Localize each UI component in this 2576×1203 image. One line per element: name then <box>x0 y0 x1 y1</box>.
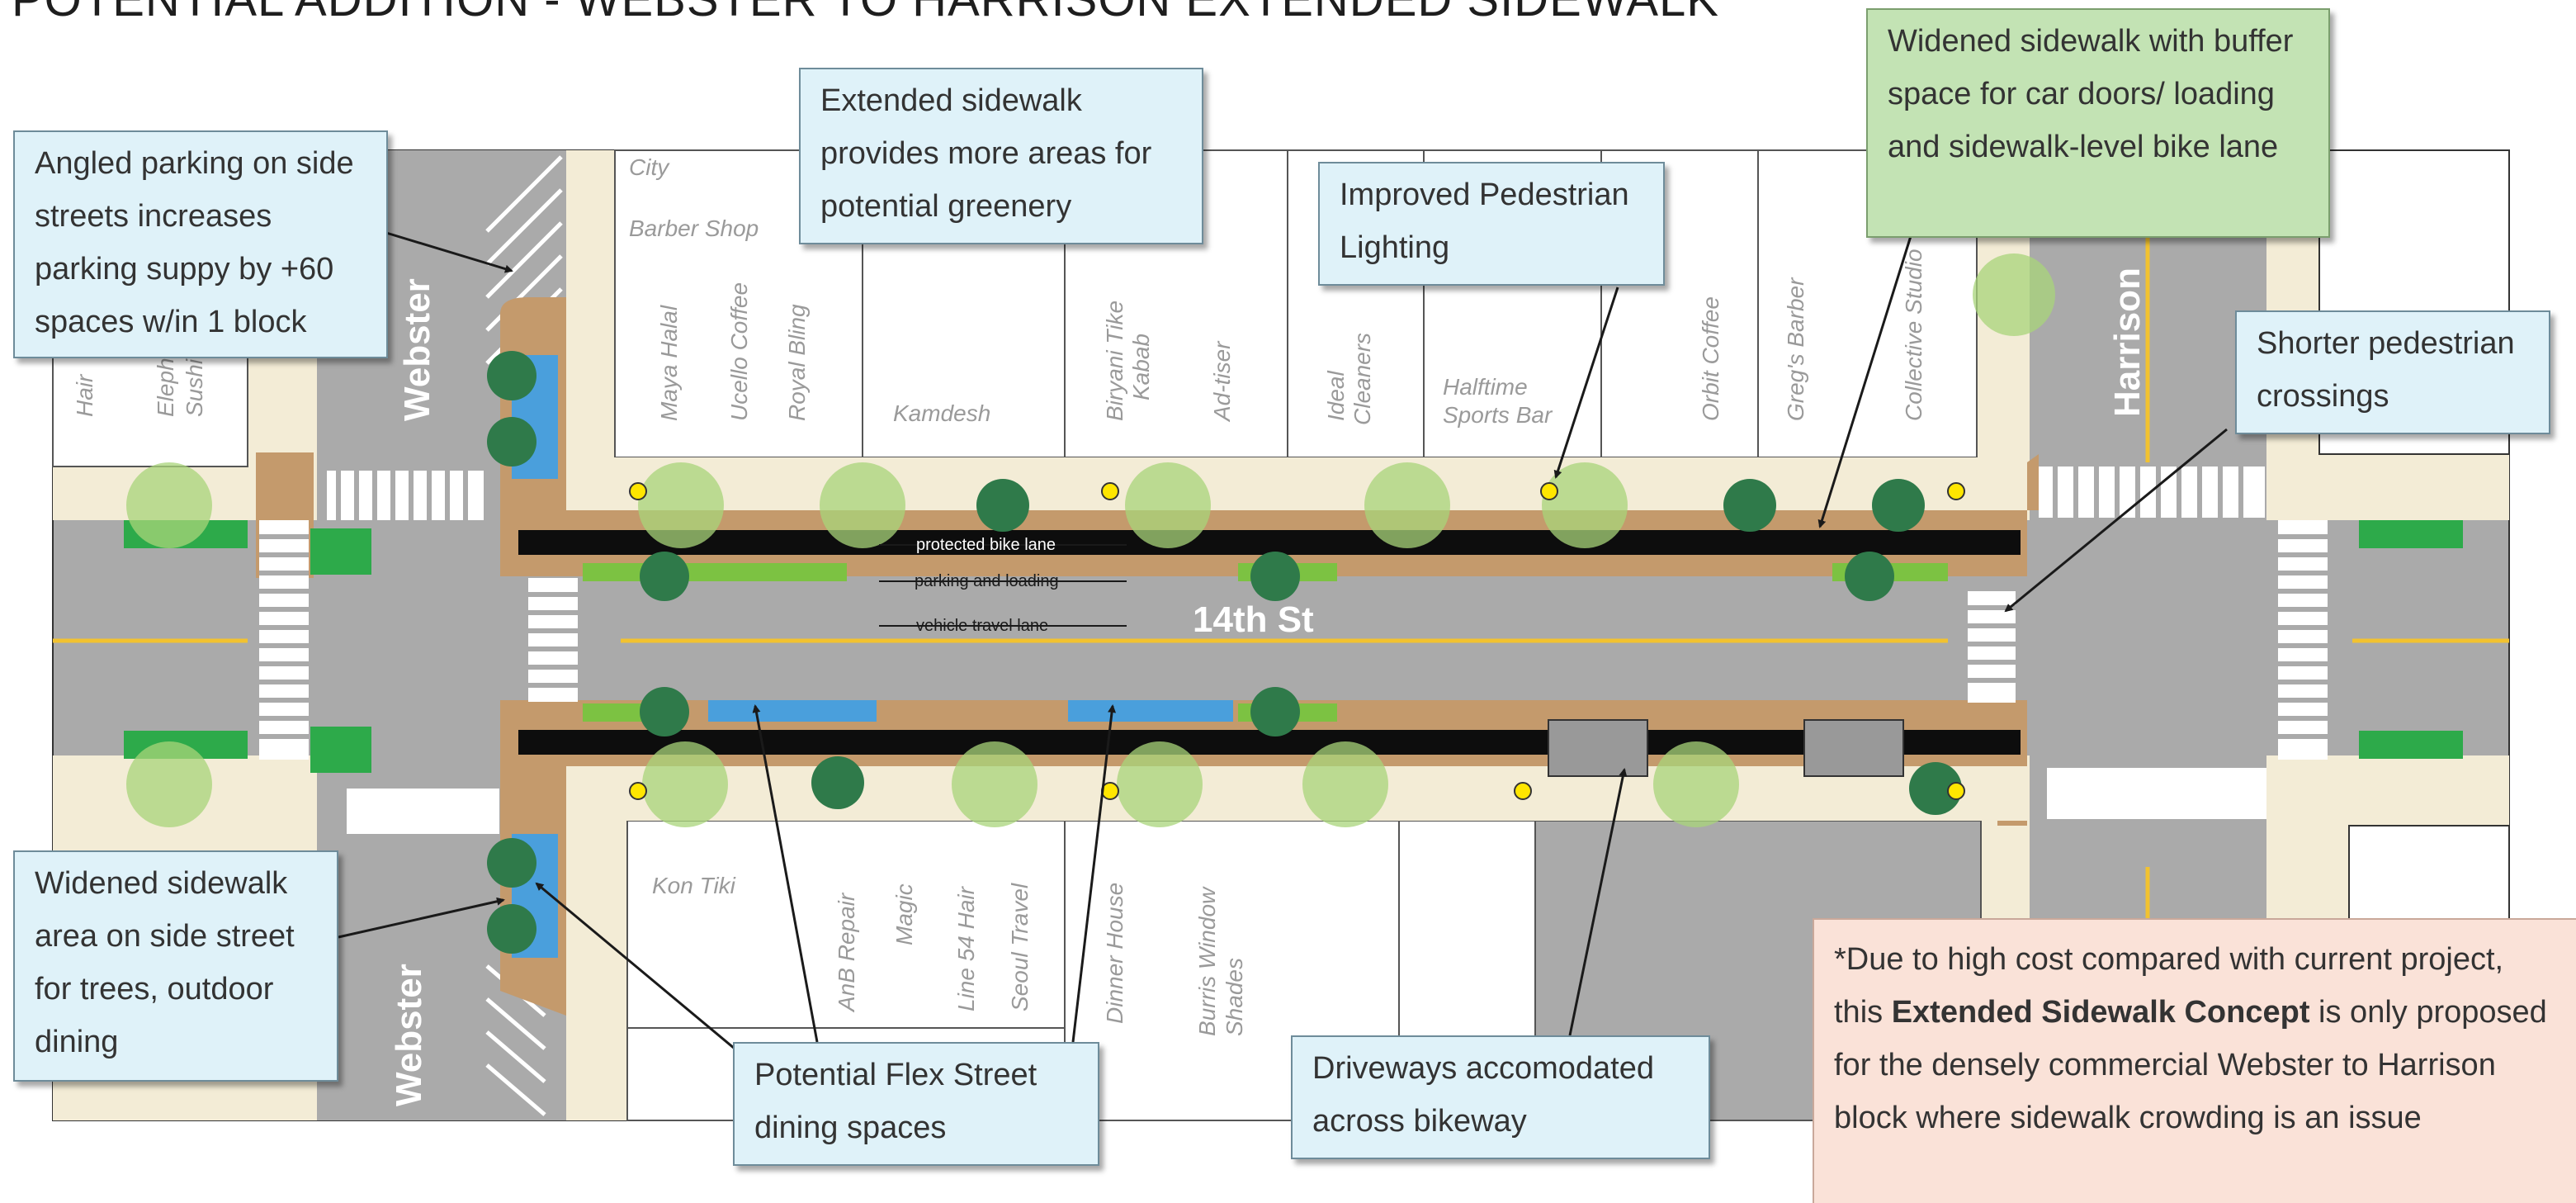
callout-pedestrian-lighting: Improved Pedestrian Lighting <box>1318 162 1665 286</box>
flex-dining-2 <box>1068 700 1233 722</box>
business-label: Kamdesh <box>893 400 990 426</box>
business-label: Cleaners <box>1349 333 1375 425</box>
business-label: Ideal <box>1323 371 1349 421</box>
business-label: AnB Repair <box>834 892 859 1013</box>
leader-side-street-1 <box>338 897 505 939</box>
business-label: Kabab <box>1128 334 1154 400</box>
leader-flex-2 <box>752 704 819 1043</box>
business-label: Collective Studio <box>1901 249 1926 421</box>
driveway-2 <box>1803 719 1904 777</box>
callout-flex-street: Potential Flex Street dining spaces <box>733 1042 1099 1166</box>
business-label: Magic <box>891 883 917 945</box>
business-label: Biryani Tike <box>1102 301 1127 421</box>
business-label: Shades <box>1222 958 1247 1036</box>
driveway-1 <box>1548 719 1648 777</box>
leader-flex-1 <box>535 882 735 1050</box>
street-name-main: 14th St <box>1193 599 1314 640</box>
business-label: Hair <box>72 373 97 417</box>
street-name-east: Harrison <box>2107 268 2148 417</box>
callout-widened-side-street: Widened sidewalk area on side street for… <box>13 850 338 1082</box>
leader-angled-parking <box>385 231 513 273</box>
business-label: Burris Window <box>1194 886 1220 1036</box>
business-label: Orbit Coffee <box>1698 296 1723 421</box>
business-label: Maya Halal <box>656 305 682 421</box>
business-label: Sports Bar <box>1443 402 1553 428</box>
callout-driveways: Driveways accomodated across bikeway <box>1291 1035 1710 1159</box>
business-label: Ucello Coffee <box>726 282 752 421</box>
business-label: Greg's Barber <box>1783 277 1808 421</box>
leader-flex-3 <box>1071 704 1117 1043</box>
callout-angled-parking: Angled parking on side streets increases… <box>13 130 388 358</box>
lane-label-bike: protected bike lane <box>916 536 1056 554</box>
business-label: Barber Shop <box>629 215 759 241</box>
callout-widened-sidewalk-buffer: Widened sidewalk with buffer space for c… <box>1866 8 2330 238</box>
north-sidewalk <box>566 457 2027 510</box>
south-sidewalk <box>566 766 2027 821</box>
footnote-box: *Due to high cost compared with current … <box>1813 918 2576 1203</box>
leader-widened-buffer <box>1817 235 1912 528</box>
callout-shorter-crossings: Shorter pedestrian crossings <box>2235 310 2550 434</box>
business-label: Royal Bling <box>784 304 810 421</box>
business-label: Line 54 Hair <box>953 885 979 1011</box>
street-name-west-bottom: Webster <box>389 964 429 1106</box>
lane-label-travel: vehicle travel lane <box>916 617 1048 635</box>
footnote-bold: Extended Sidewalk Concept <box>1891 995 2310 1030</box>
business-label: Dinner House <box>1102 883 1127 1024</box>
north-green-strip <box>583 563 847 581</box>
business-label: Sushi <box>182 358 207 417</box>
flex-dining-1 <box>708 700 877 722</box>
business-label: Halftime <box>1443 374 1528 400</box>
leader-shorter-crossings <box>2004 428 2228 613</box>
leader-driveways <box>1568 768 1628 1036</box>
footnote-text-start: *Due to high cost compared with current … <box>1834 942 2504 1030</box>
footnote-text-end: is only proposed for the densely commerc… <box>1834 995 2547 1135</box>
business-label: Kon Tiki <box>652 873 736 898</box>
leader-lighting <box>1553 287 1619 479</box>
north-bike-lane <box>518 530 2021 555</box>
callout-extended-sidewalk: Extended sidewalk provides more areas fo… <box>799 68 1203 244</box>
page-title: POTENTIAL ADDITION - WEBSTER TO HARRISON… <box>12 0 1739 27</box>
business-label: Seoul Travel <box>1007 883 1033 1011</box>
street-name-west-top: Webster <box>397 278 437 421</box>
business-label: Ad-tiser <box>1209 340 1235 423</box>
lane-label-parking: parking and loading <box>915 572 1059 590</box>
business-label: City <box>629 154 670 180</box>
